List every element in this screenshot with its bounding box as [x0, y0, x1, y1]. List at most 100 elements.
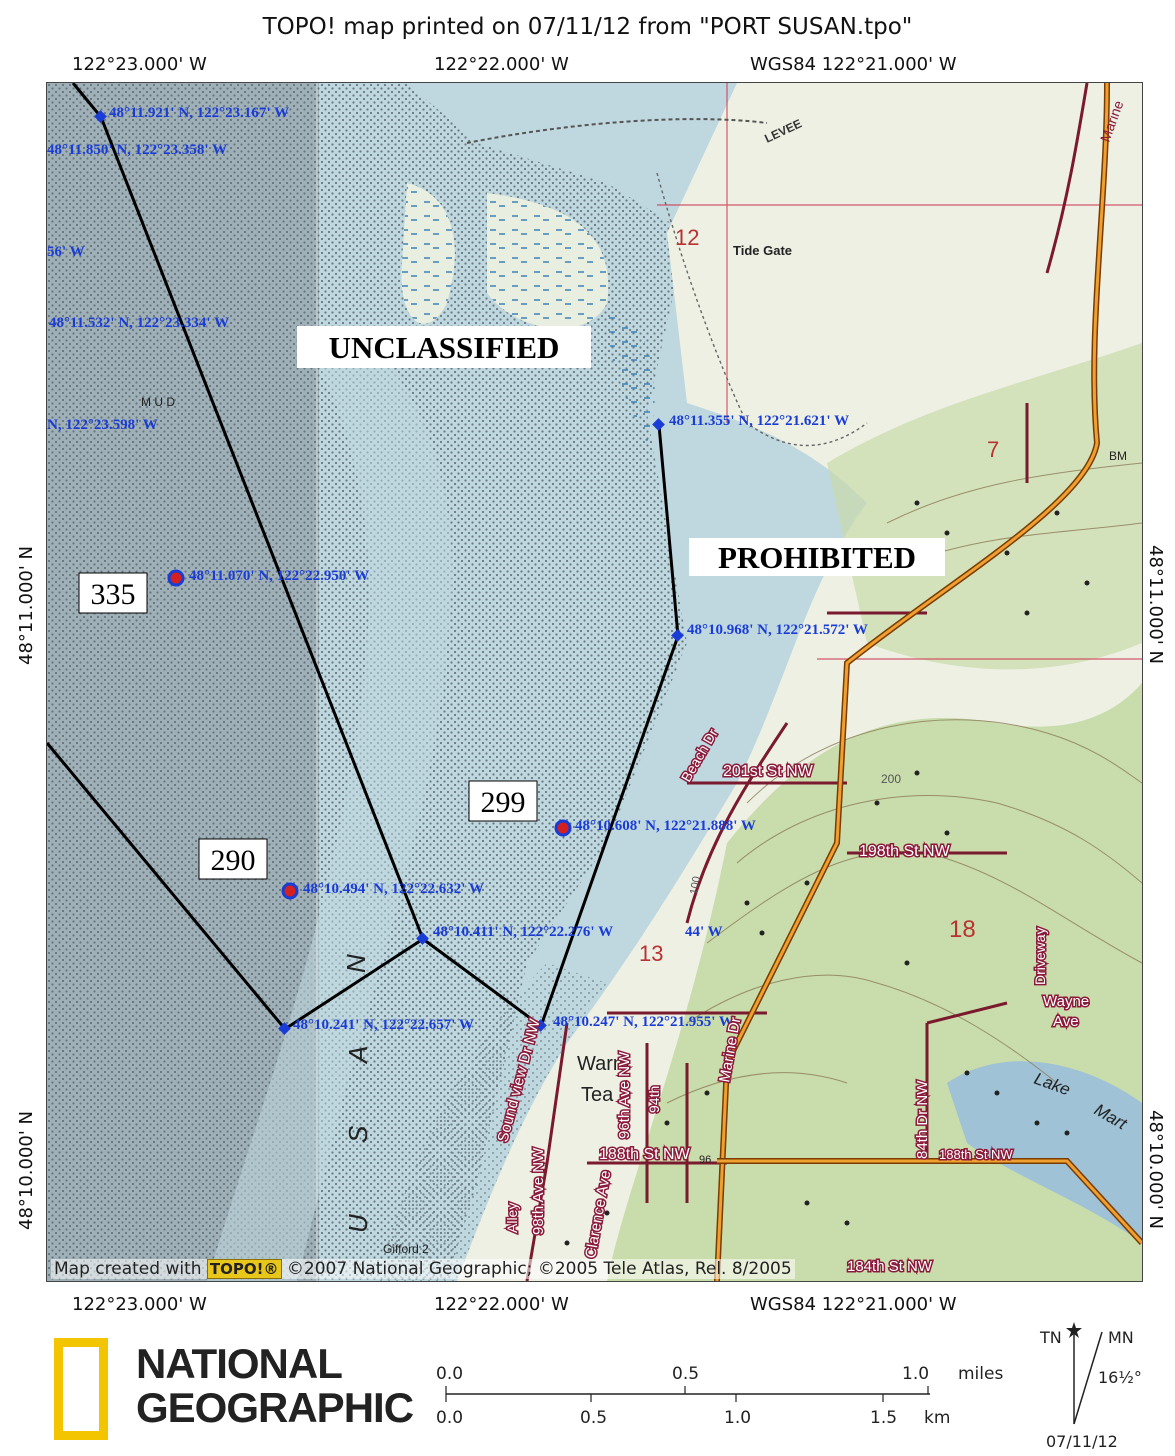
svg-text:Driveway: Driveway [1032, 927, 1048, 985]
unclassified-label: UNCLASSIFIED [329, 330, 560, 365]
print-date: 07/11/12 [1046, 1432, 1118, 1451]
svg-text:200: 200 [881, 772, 901, 786]
svg-text:12: 12 [675, 225, 699, 250]
prohibited-box [689, 538, 945, 576]
svg-text:201st St NW: 201st St NW [723, 763, 814, 780]
svg-text:N: N [341, 954, 371, 973]
waypoint-label-2: 48°11.850' N, 122°23.358' W [47, 142, 227, 158]
svg-text:Tide Gate: Tide Gate [733, 243, 792, 258]
station-box-290 [198, 838, 268, 880]
svg-text:18: 18 [949, 916, 976, 943]
station-box-299 [468, 780, 538, 822]
svg-text:13: 13 [639, 941, 663, 966]
topo-logo: TOPO!® [206, 1259, 282, 1279]
svg-text:188th St NW: 188th St NW [939, 1147, 1013, 1162]
scale-mile-1: 1.0 [902, 1364, 930, 1384]
section-lines [657, 83, 1142, 660]
map-canvas: 48°11.921' N, 122°23.167' W 48°11.850' N… [47, 83, 1142, 1281]
scale-mile-half: 0.5 [672, 1364, 700, 1384]
svg-text:BM: BM [1109, 449, 1127, 463]
scale-km-half: 0.5 [580, 1408, 608, 1428]
declination-label: 16½° [1098, 1368, 1142, 1387]
mudflat-south [377, 963, 607, 1281]
bottom-longitude-left: 122°23.000' W [72, 1294, 207, 1315]
waypoint-label-7: 48°11.070' N, 122°22.950' W [189, 568, 369, 584]
station-box-335 [78, 572, 148, 614]
north-arrow-icon [1066, 1322, 1103, 1425]
highway [714, 83, 1142, 1281]
right-latitude-upper: 48°11.000' N [1145, 545, 1166, 665]
scale-mile-0: 0.0 [436, 1364, 464, 1384]
waypoint-label-8: 48°10.968' N, 122°21.572' W [687, 622, 868, 638]
station-label-290: 290 [211, 844, 256, 877]
station-label-299: 299 [481, 786, 526, 819]
scale-miles-unit: miles [958, 1364, 1004, 1384]
svg-text:Gifford 2: Gifford 2 [383, 1242, 429, 1256]
credit-suffix: ©2007 National Geographic; ©2005 Tele At… [286, 1259, 792, 1279]
svg-text:Alley: Alley [504, 1203, 520, 1233]
left-latitude-upper: 48°11.000' N [16, 545, 37, 665]
waypoint-label-11b: 44' W [685, 924, 723, 940]
svg-text:84th Dr NW: 84th Dr NW [914, 1080, 931, 1159]
magnetic-north-label: MN [1108, 1328, 1134, 1347]
svg-text:94th: 94th [646, 1086, 662, 1113]
marsh-island-symbol [401, 183, 455, 324]
topo-map[interactable]: 48°11.921' N, 122°23.167' W 48°11.850' N… [46, 82, 1143, 1282]
map-credit: Map created with TOPO!® ©2007 National G… [51, 1259, 795, 1279]
waypoint-label-9: 48°10.608' N, 122°21.888' W [575, 818, 756, 834]
top-longitude-right: WGS84 122°21.000' W [750, 54, 957, 75]
roads [525, 83, 1089, 1281]
bottom-longitude-center: 122°22.000' W [434, 1294, 569, 1315]
scale-bar [445, 1386, 930, 1402]
svg-text:Tea: Tea [581, 1084, 614, 1106]
scale-km-0: 0.0 [436, 1408, 464, 1428]
shoreline-dike [656, 172, 868, 447]
scale-km-1: 1.0 [724, 1408, 752, 1428]
logo-line-2: GEOGRAPHIC [136, 1384, 414, 1431]
waypoint-label-1: 48°11.921' N, 122°23.167' W [109, 105, 289, 121]
national-geographic-logo-icon [54, 1338, 108, 1440]
station-label-335: 335 [91, 578, 136, 611]
right-latitude-lower: 48°10.000' N [1145, 1110, 1166, 1230]
levee [466, 118, 768, 144]
svg-text:100: 100 [688, 875, 703, 895]
svg-text:198th St NW: 198th St NW [859, 843, 951, 860]
waypoint-label-3: 56' W [47, 244, 85, 260]
logo-line-1: NATIONAL [136, 1340, 343, 1387]
station-points [167, 569, 572, 900]
marsh-island-2-symbol [487, 193, 609, 329]
unclassified-box [297, 326, 591, 368]
credit-prefix: Map created with [54, 1259, 202, 1279]
svg-text:A: A [343, 1046, 373, 1065]
scale-km-1-5: 1.5 [870, 1408, 898, 1428]
svg-text:Ave: Ave [1053, 1013, 1079, 1030]
svg-text:Wayne: Wayne [1043, 993, 1089, 1010]
waypoint-label-4: 48°11.532' N, 122°23.334' W [49, 315, 229, 331]
vegetation-north [827, 343, 1142, 670]
true-north-label: TN [1040, 1328, 1062, 1347]
left-latitude-lower: 48°10.000' N [16, 1110, 37, 1230]
marsh-island-3 [607, 313, 655, 443]
svg-text:98th Ave NW: 98th Ave NW [530, 1147, 547, 1235]
waypoint-label-5: N, 122°23.598' W [47, 417, 158, 433]
map-title: TOPO! map printed on 07/11/12 from "PORT… [262, 14, 913, 40]
svg-text:188th St NW: 188th St NW [599, 1146, 691, 1163]
bottom-longitude-right: WGS84 122°21.000' W [750, 1294, 957, 1315]
channel [207, 323, 453, 1281]
svg-text:96th Ave NW: 96th Ave NW [616, 1051, 633, 1139]
svg-text:Warm: Warm [577, 1053, 630, 1075]
prohibited-label: PROHIBITED [718, 540, 916, 575]
waypoint-label-13: 48°10.247' N, 122°21.955' W [553, 1014, 734, 1030]
svg-text:96: 96 [699, 1154, 711, 1166]
waypoint-label-11: 48°10.411' N, 122°22.276' W [433, 924, 613, 940]
top-longitude-left: 122°23.000' W [72, 54, 207, 75]
svg-text:M U D: M U D [141, 395, 175, 409]
top-longitude-center: 122°22.000' W [434, 54, 569, 75]
waypoint-labels: 48°11.921' N, 122°23.167' W 48°11.850' N… [47, 105, 868, 1033]
svg-text:S: S [343, 1125, 373, 1143]
waypoint-label-10: 48°10.494' N, 122°22.632' W [303, 881, 484, 897]
lake [947, 1061, 1142, 1243]
buildings [564, 500, 1090, 1246]
svg-text:184th St NW: 184th St NW [847, 1258, 933, 1275]
svg-text:U: U [343, 1214, 373, 1233]
